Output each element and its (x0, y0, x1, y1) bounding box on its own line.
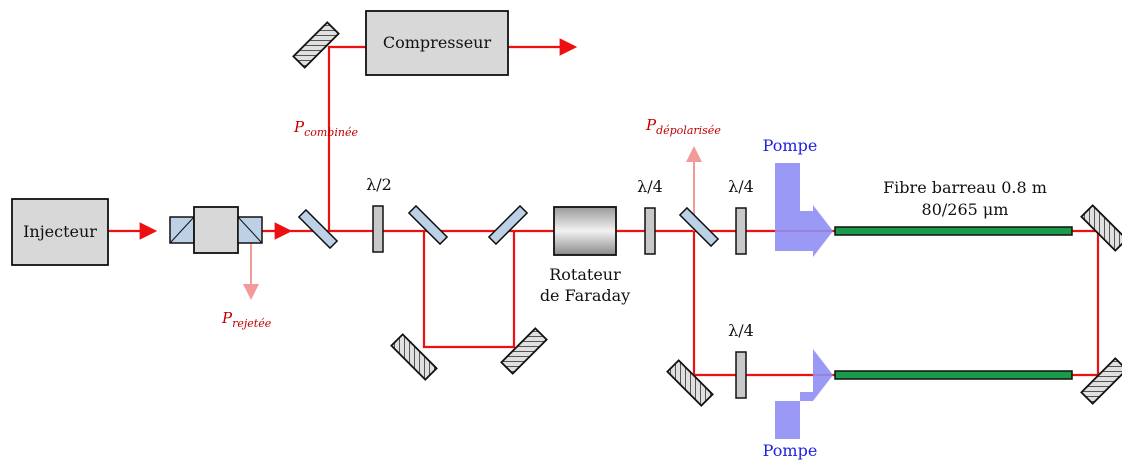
injector-label: Injecteur (23, 222, 97, 241)
power-depolarized-label: Pdépolarisée (645, 116, 721, 137)
fiber-rod-top (834, 226, 1073, 236)
half-wave-plate: λ/2 (366, 175, 392, 253)
quarter-wave-label-2: λ/4 (728, 177, 754, 196)
power-rejected-label: Prejetée (221, 309, 272, 330)
rotator-label-line2: de Faraday (540, 286, 630, 305)
mirror-end-bottom (1080, 357, 1122, 405)
pump-arrow-top (775, 163, 833, 257)
half-wave-label: λ/2 (366, 175, 392, 194)
mirror-compressor-path (292, 21, 340, 69)
beam-return-loop (1072, 229, 1100, 377)
polarizer-fiber (678, 206, 720, 248)
optical-isolator (169, 206, 263, 254)
pump-label-top: Pompe (763, 136, 818, 155)
quarter-wave-label-1: λ/4 (637, 177, 663, 196)
pump-arrow-bottom (775, 349, 833, 439)
mirror-end-top (1080, 204, 1122, 252)
quarter-wave-label-3: λ/4 (728, 321, 754, 340)
polarizer-delay-in (407, 204, 449, 246)
injector-box: Injecteur (11, 198, 109, 266)
pump-label-bottom: Pompe (763, 441, 818, 460)
polarizer-delay-out (487, 204, 529, 246)
quarter-wave-plate-1: λ/4 (637, 177, 663, 255)
mirror-delay-bottom-right (500, 327, 548, 375)
fiber-label-line2: 80/265 μm (922, 200, 1009, 219)
quarter-wave-plate-3: λ/4 (728, 321, 754, 399)
power-combined-label: Pcombinée (293, 118, 358, 139)
mirror-second-pass (666, 359, 714, 407)
beam-delay-loop (422, 231, 516, 349)
polarizer-combiner (297, 208, 339, 250)
quarter-wave-plate-2: λ/4 (728, 177, 754, 255)
rotator-label-line1: Rotateur (549, 265, 621, 284)
mirror-delay-bottom-left (390, 333, 438, 381)
fiber-rod-bottom (834, 370, 1073, 380)
faraday-rotator: Rotateur de Faraday (540, 206, 630, 305)
fiber-label-line1: Fibre barreau 0.8 m (883, 178, 1047, 197)
compressor-label: Compresseur (383, 33, 492, 52)
compressor-box: Compresseur (365, 10, 509, 76)
